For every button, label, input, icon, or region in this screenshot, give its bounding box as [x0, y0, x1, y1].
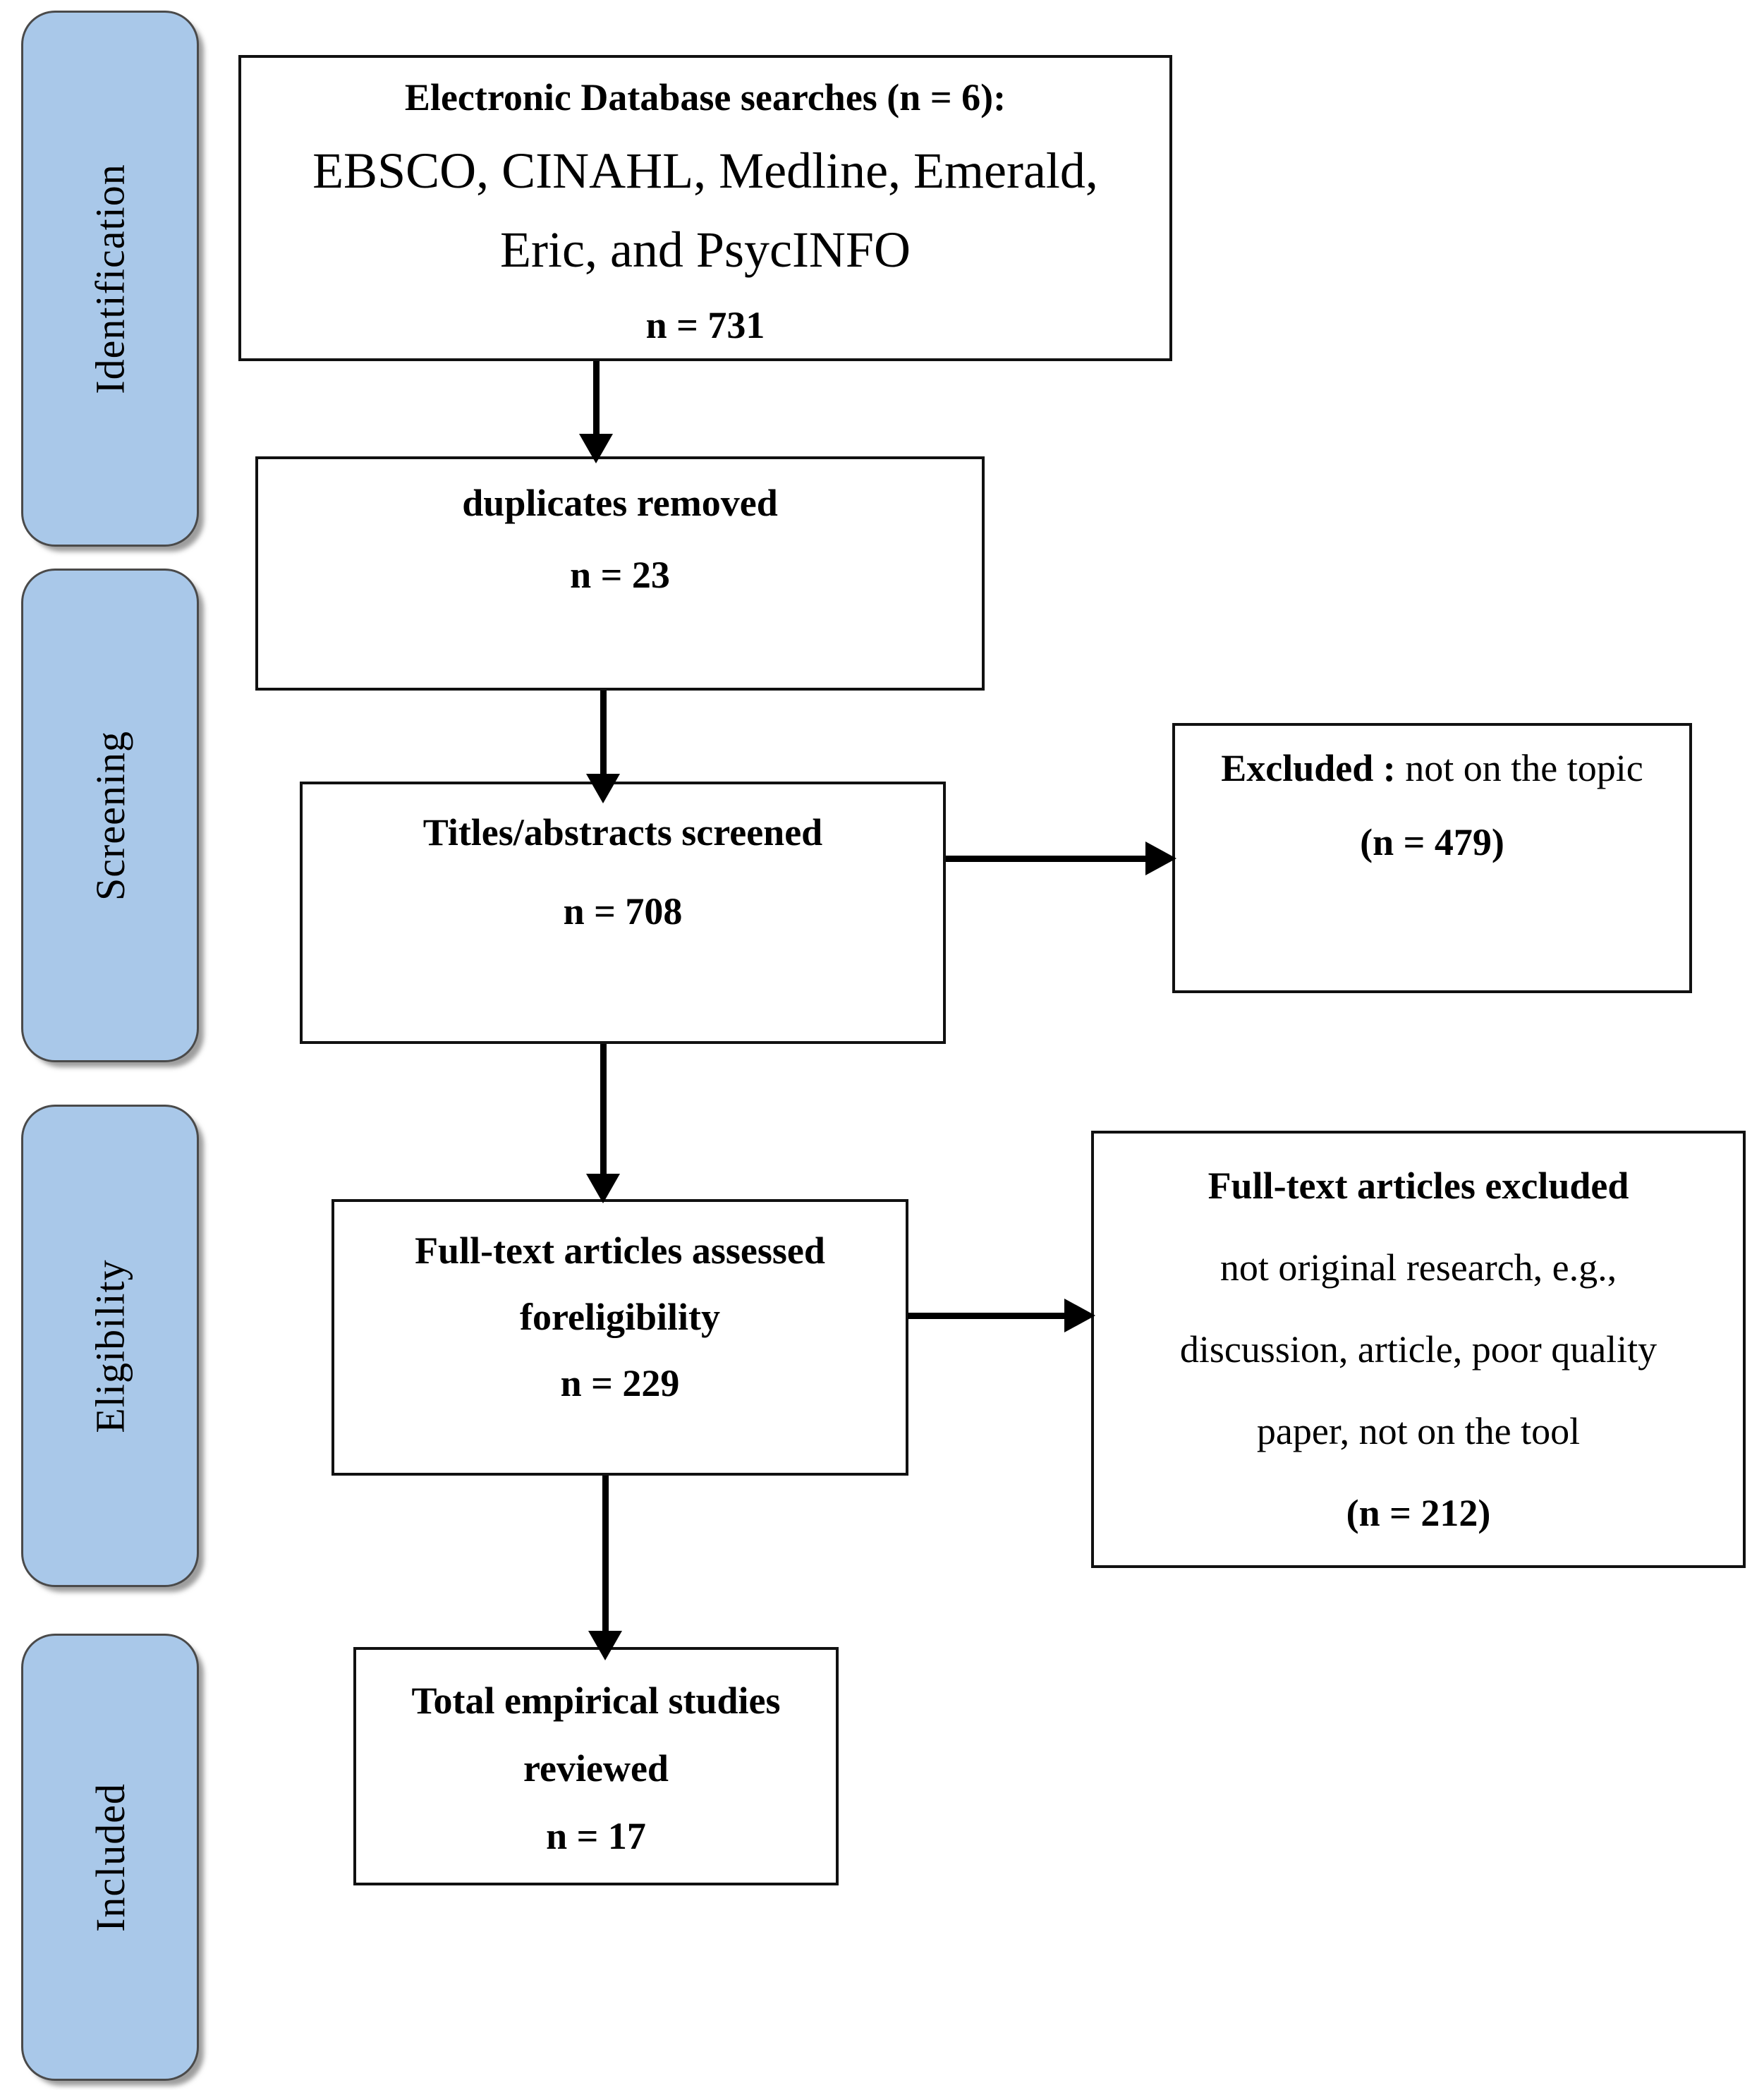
- stage-eligibility-label: Eligibility: [87, 1258, 133, 1433]
- total-included-box: Total empirical studies reviewed n = 17: [353, 1647, 839, 1885]
- stage-included-label: Included: [87, 1782, 133, 1932]
- stage-eligibility: Eligibility: [21, 1105, 199, 1587]
- database-search-title: Electronic Database searches (n = 6):: [404, 76, 1006, 119]
- stage-identification: Identification: [21, 11, 199, 547]
- arrow-fulltext-to-excluded: [908, 1299, 1095, 1332]
- arrow-head-down-icon: [579, 434, 613, 463]
- fulltext-assessed-box: Full-text articles assessed foreligibili…: [331, 1199, 908, 1476]
- stage-identification-label: Identification: [87, 163, 133, 394]
- arrow-fulltext-to-total: [588, 1476, 622, 1660]
- excluded-topic-label: Excluded : not on the topic: [1175, 736, 1689, 801]
- database-search-line1: EBSCO, CINAHL, Medline, Emerald,: [312, 142, 1098, 199]
- arrow-database-to-duplicates: [579, 361, 613, 463]
- arrow-screened-to-fulltext: [586, 1044, 620, 1203]
- fulltext-excluded-title: Full-text articles excluded: [1208, 1165, 1629, 1207]
- arrow-head-down-icon: [586, 1174, 620, 1203]
- total-included-line2: reviewed: [523, 1747, 669, 1790]
- stage-screening-label: Screening: [87, 730, 133, 901]
- fulltext-assessed-line2: foreligibility: [520, 1296, 720, 1338]
- arrow-head-down-icon: [586, 774, 620, 803]
- fulltext-assessed-line1: Full-text articles assessed: [415, 1229, 825, 1272]
- stage-screening: Screening: [21, 569, 199, 1062]
- fulltext-excluded-reason3: paper, not on the tool: [1256, 1410, 1581, 1452]
- arrow-shaft: [600, 691, 607, 774]
- duplicates-removed-title: duplicates removed: [462, 482, 778, 524]
- fulltext-excluded-count: (n = 212): [1346, 1492, 1491, 1534]
- total-included-count: n = 17: [546, 1815, 646, 1857]
- total-included-line1: Total empirical studies: [411, 1679, 781, 1722]
- arrow-head-right-icon: [1064, 1299, 1095, 1332]
- stage-included: Included: [21, 1634, 199, 2081]
- titles-screened-count: n = 708: [563, 890, 683, 932]
- arrow-head-down-icon: [588, 1631, 622, 1660]
- fulltext-excluded-reason1: not original research, e.g.,: [1219, 1246, 1617, 1289]
- excluded-topic-box: Excluded : not on the topic (n = 479): [1172, 723, 1692, 993]
- excluded-topic-count: (n = 479): [1360, 821, 1504, 863]
- arrow-shaft: [908, 1312, 1064, 1319]
- duplicates-removed-count: n = 23: [570, 554, 670, 596]
- titles-screened-box: Titles/abstracts screened n = 708: [300, 782, 946, 1044]
- duplicates-removed-box: duplicates removed n = 23: [255, 456, 985, 691]
- arrow-head-right-icon: [1145, 842, 1176, 875]
- excluded-topic-label-regular: not on the topic: [1395, 747, 1643, 789]
- arrow-shaft: [946, 855, 1145, 862]
- arrow-shaft: [602, 1476, 609, 1631]
- excluded-topic-label-bold: Excluded :: [1221, 747, 1396, 789]
- fulltext-excluded-reason2: discussion, article, poor quality: [1179, 1328, 1657, 1371]
- database-search-count: n = 731: [645, 304, 765, 346]
- arrow-shaft: [600, 1044, 607, 1174]
- arrow-screened-to-excluded: [946, 842, 1176, 875]
- fulltext-excluded-box: Full-text articles excluded not original…: [1091, 1131, 1746, 1568]
- arrow-shaft: [592, 361, 600, 434]
- database-search-line2: Eric, and PsycINFO: [500, 221, 911, 278]
- fulltext-assessed-count: n = 229: [560, 1362, 680, 1404]
- arrow-duplicates-to-screened: [586, 691, 620, 803]
- titles-screened-title: Titles/abstracts screened: [422, 811, 823, 853]
- database-search-box: Electronic Database searches (n = 6): EB…: [238, 55, 1172, 361]
